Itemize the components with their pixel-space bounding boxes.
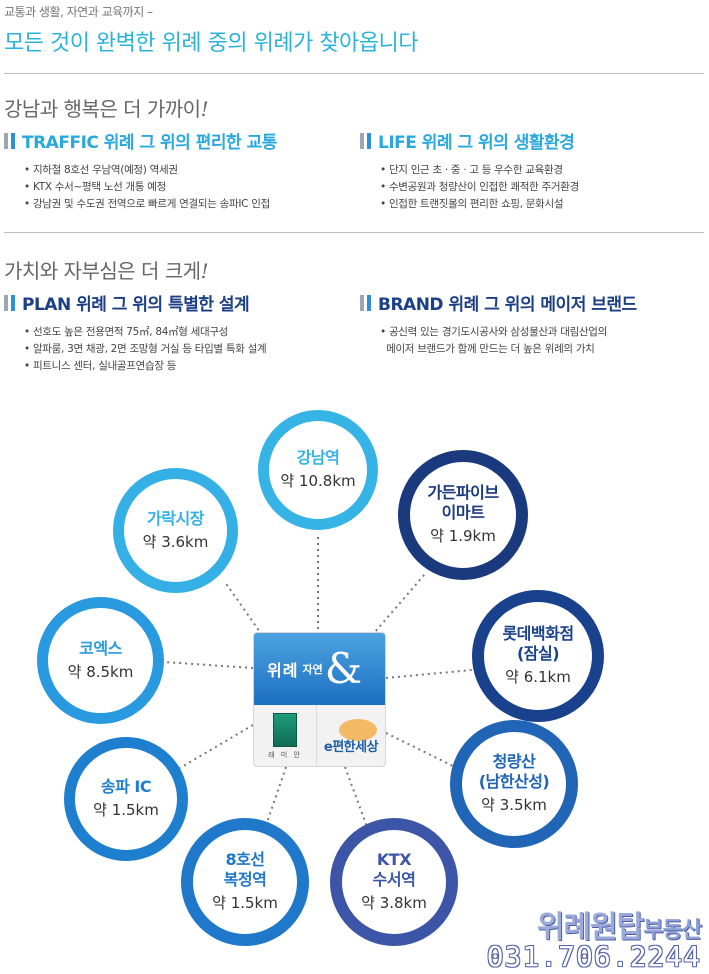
place-circle: 가든파이브 이마트 약 1.9km [398,450,528,580]
raemian-logo: 래 미 안 [254,705,317,766]
connector-line [367,573,426,641]
place-circle: 가락시장 약 3.6km [113,468,238,593]
traffic-list: 지하철 8호선 우남역(예정) 역세권 KTX 수서~평택 노선 개통 예정 강… [24,162,344,213]
plan-list: 선호도 높은 전용면적 75㎡, 84㎡형 세대구성 알파룸, 3면 채광, 2… [24,324,344,375]
list-item: 메이저 브랜드가 함께 만드는 더 높은 위례의 가치 [386,343,595,355]
connector-line [224,581,263,636]
heading-bar-icon [367,294,371,311]
list-item: 공신력 있는 경기도시공사와 삼성물산과 대림산업의 [380,324,700,341]
list-item: 인접한 트랜짓몰의 편리한 쇼핑, 문화시설 [380,196,700,213]
logo-blob-icon [339,719,377,741]
list-item: 선호도 높은 전용면적 75㎡, 84㎡형 세대구성 [24,324,344,341]
list-item: 단지 인근 초 · 중 · 고 등 우수한 교육환경 [380,162,700,179]
life-heading: LIFE 위례 그 위의 생활환경 [360,128,700,153]
list-item: 강남권 및 수도권 전역으로 빠르게 연결되는 송파IC 인접 [24,196,344,213]
watermark-phone: 031.706.2244 [486,940,701,973]
brand-wordmark: 위례 자연 & [254,633,385,705]
life-block: LIFE 위례 그 위의 생활환경 단지 인근 초 · 중 · 고 등 우수한 … [360,128,700,213]
heading-bar-icon [11,294,15,311]
watermark-brand: 위례원탑부동산 [536,910,702,945]
list-item: 알파룸, 3면 채광, 2면 조망형 거실 등 타입별 특화 설계 [24,341,344,358]
traffic-block: TRAFFIC 위례 그 위의 편리한 교통 지하철 8호선 우남역(예정) 역… [4,128,344,213]
list-item: 지하철 8호선 우남역(예정) 역세권 [24,162,344,179]
place-circle: KTX 수서역 약 3.8km [330,818,458,946]
center-brand-card: 위례 자연 & 래 미 안 e편한세상 [253,632,386,767]
heading-bar-icon [360,294,364,311]
brand-list: 공신력 있는 경기도시공사와 삼성물산과 대림산업의 메이저 브랜드가 함께 만… [380,324,700,358]
page-headline: 모든 것이 완벽한 위례 중의 위례가 찾아옵니다 [4,31,419,56]
connector-line [179,724,254,769]
place-circle: 청량산 (남한산성) 약 3.5km [450,720,578,848]
section-title-access: 강남과 행복은 더 가까이! [4,97,209,121]
place-circle: 송파 IC 약 1.5km [64,737,188,861]
place-circle: 8호선 복정역 약 1.5km [181,818,309,946]
e-pyeonhan-sesang-logo: e편한세상 [317,705,385,766]
brand-block: BRAND 위례 그 위의 메이저 브랜드 공신력 있는 경기도시공사와 삼성물… [360,290,700,358]
plan-block: PLAN 위례 그 위의 특별한 설계 선호도 높은 전용면적 75㎡, 84㎡… [4,290,344,375]
list-item: KTX 수서~평택 노선 개통 예정 [24,179,344,196]
divider [4,232,704,233]
traffic-heading: TRAFFIC 위례 그 위의 편리한 교통 [4,128,344,153]
heading-bar-icon [4,132,8,149]
plan-heading: PLAN 위례 그 위의 특별한 설계 [4,290,344,315]
watermark: 위례원탑부동산 031.706.2244 [486,902,702,973]
life-list: 단지 인근 초 · 중 · 고 등 우수한 교육환경 수변공원과 청량산이 인접… [380,162,700,213]
heading-bar-icon [11,132,15,149]
heading-bar-icon [4,294,8,311]
section-title-value: 가치와 자부심은 더 크게! [4,259,209,283]
place-circle: 코엑스 약 8.5km [37,597,164,724]
brand-logos: 래 미 안 e편한세상 [254,705,385,766]
heading-bar-icon [360,132,364,149]
heading-bar-icon [367,132,371,149]
list-item: 피트니스 센터, 실내골프연습장 등 [24,358,344,375]
connector-line [385,732,456,768]
place-circle: 강남역 약 10.8km [258,410,378,530]
brand-heading: BRAND 위례 그 위의 메이저 브랜드 [360,290,700,315]
header-kicker: 교통과 생활, 자연과 교육까지 – [4,5,153,19]
connector-line [163,661,254,669]
connector-line [385,669,473,679]
place-circle: 롯데백화점 (잠실) 약 6.1km [472,590,604,722]
list-item: 수변공원과 청량산이 인접한 쾌적한 주거환경 [380,179,700,196]
raemian-mark-icon [273,712,297,747]
divider [4,73,704,74]
